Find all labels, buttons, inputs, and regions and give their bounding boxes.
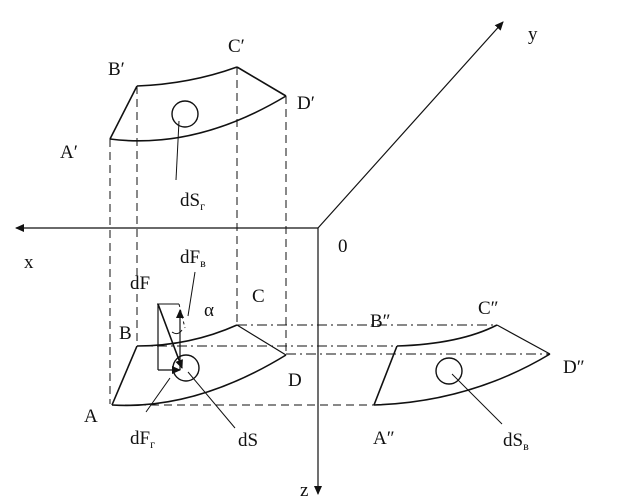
labels: x y z 0 A′ B′ C′ D′ A B C D A″ B″ C″ D″ … — [24, 24, 585, 501]
label-c2: C″ — [478, 298, 499, 319]
label-z: z — [300, 480, 308, 499]
label-a: A — [84, 406, 98, 427]
label-c1: C′ — [228, 36, 245, 57]
projection-lines — [109, 67, 550, 406]
dF-arrow — [157, 303, 183, 369]
label-dF: dF — [130, 273, 150, 294]
label-dS: dS — [238, 430, 258, 451]
label-d: D — [288, 370, 302, 391]
label-b1: B′ — [108, 59, 125, 80]
dS-element — [172, 354, 200, 382]
label-y: y — [528, 24, 538, 45]
projection-top-surface — [109, 66, 287, 181]
dS-g-element — [171, 100, 199, 128]
label-d2: D″ — [563, 357, 585, 378]
surface-abcd — [111, 324, 287, 429]
label-dSg: dSг — [180, 190, 205, 213]
dS-v-element — [435, 357, 463, 385]
label-dFv: dFв — [180, 247, 206, 270]
label-dFg: dFг — [130, 428, 155, 451]
label-a1: A′ — [60, 142, 78, 163]
coordinate-axes — [15, 21, 504, 495]
force-vectors — [145, 271, 196, 413]
label-c: C — [252, 286, 265, 307]
label-origin: 0 — [338, 236, 348, 257]
label-a2: A″ — [373, 428, 395, 449]
projection-side-surface — [373, 324, 551, 425]
y-axis — [317, 21, 504, 229]
label-d1: D′ — [297, 93, 315, 114]
label-x: x — [24, 252, 34, 273]
label-alpha: α — [204, 300, 214, 321]
label-dSv: dSв — [503, 430, 529, 453]
label-b2: B″ — [370, 311, 391, 332]
label-b: B — [119, 323, 132, 344]
